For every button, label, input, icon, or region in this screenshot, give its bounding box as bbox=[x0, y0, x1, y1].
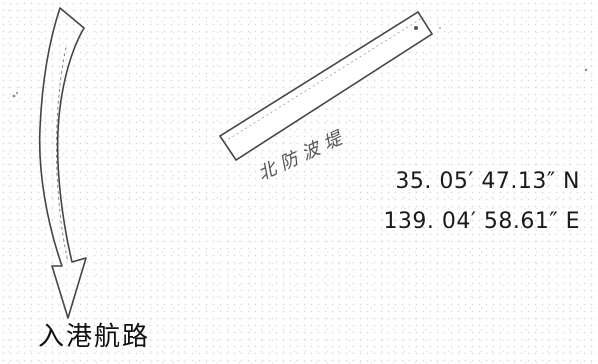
curved-route-arrow-icon bbox=[38, 7, 87, 319]
map-speckles bbox=[12, 27, 588, 98]
longitude-text: 139. 04′ 58.61″ E bbox=[383, 209, 580, 234]
coordinate-readout: 35. 05′ 47.13″ N 139. 04′ 58.61″ E bbox=[383, 162, 580, 242]
route-label: 入港航路 bbox=[38, 322, 151, 352]
breakwater-marker-icon bbox=[218, 10, 434, 162]
latitude-text: 35. 05′ 47.13″ N bbox=[395, 169, 580, 194]
